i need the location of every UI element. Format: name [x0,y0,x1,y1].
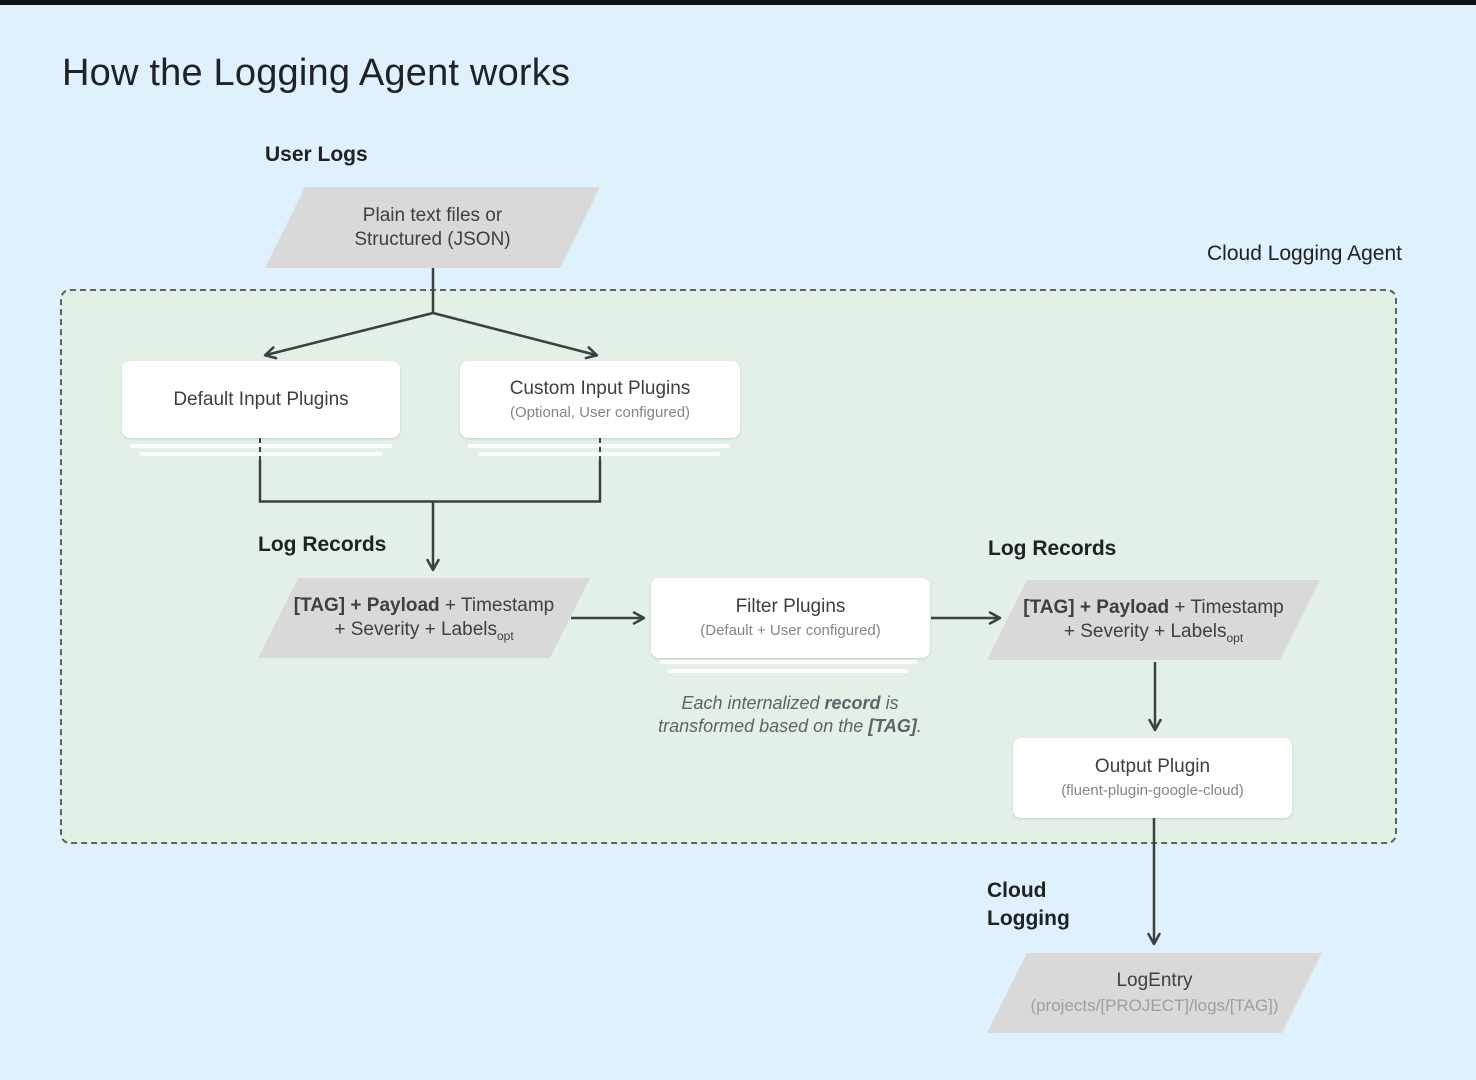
record-left-bold: [TAG] + Payload [293,595,440,616]
user-input-line1: Plain text files or [362,204,503,226]
record-right-line1: [TAG] + Payload + Timestamp [1023,596,1283,620]
stack-shadow-line [130,444,392,448]
record-left-line2: + Severity + Labelsopt [334,619,514,643]
label-user-logs: User Logs [265,143,368,166]
node-user-logs-input: Plain text files or Structured (JSON) [265,187,600,268]
record-left-line1: [TAG] + Payload + Timestamp [294,594,554,618]
label-cloud-logging-agent: Cloud Logging Agent [1207,242,1402,265]
custom-input-title: Custom Input Plugins [509,377,691,399]
stack-shadow-line [660,660,917,664]
filter-subtitle: (Default + User configured) [700,622,881,639]
node-default-input-plugins: Default Input Plugins [122,361,400,438]
node-log-record-right: [TAG] + Payload + Timestamp + Severity +… [987,580,1320,660]
log-entry-subtitle: (projects/[PROJECT]/logs/[TAG]) [1030,996,1279,1015]
output-subtitle: (fluent-plugin-google-cloud) [1061,782,1244,799]
log-entry-title: LogEntry [1116,970,1193,991]
label-log-records-left: Log Records [258,533,387,556]
stack-shadow-line [668,669,908,673]
stack-shadow-line [478,452,720,456]
node-filter-plugins: Filter Plugins (Default + User configure… [651,578,930,658]
node-custom-input-plugins: Custom Input Plugins (Optional, User con… [460,361,740,438]
label-cloud-logging: Cloud Logging [987,879,1070,930]
label-log-records-right: Log Records [988,537,1117,560]
stack-shadow-line [140,452,382,456]
node-output-plugin: Output Plugin (fluent-plugin-google-clou… [1013,738,1292,818]
record-right-regular: + Timestamp [1169,597,1284,618]
record-right-bold: [TAG] + Payload [1023,597,1170,618]
user-input-line2: Structured (JSON) [354,228,511,250]
stack-shadow-line [468,444,730,448]
node-log-record-left: [TAG] + Payload + Timestamp + Severity +… [258,578,590,658]
record-left-regular: + Timestamp [439,595,555,616]
record-right-subscript: opt [1226,631,1244,645]
note-record-transform: Each internalized record is transformed … [658,693,922,736]
page-title: How the Logging Agent works [62,52,571,94]
custom-input-subtitle: (Optional, User configured) [509,403,691,421]
node-log-entry: LogEntry (projects/[PROJECT]/logs/[TAG]) [987,953,1322,1033]
output-title: Output Plugin [1094,756,1211,777]
record-right-line2: + Severity + Labelsopt [1063,621,1244,645]
default-input-title: Default Input Plugins [173,388,349,410]
top-window-bar [0,0,1476,5]
record-left-subscript: opt [496,629,514,643]
filter-title: Filter Plugins [735,596,846,617]
